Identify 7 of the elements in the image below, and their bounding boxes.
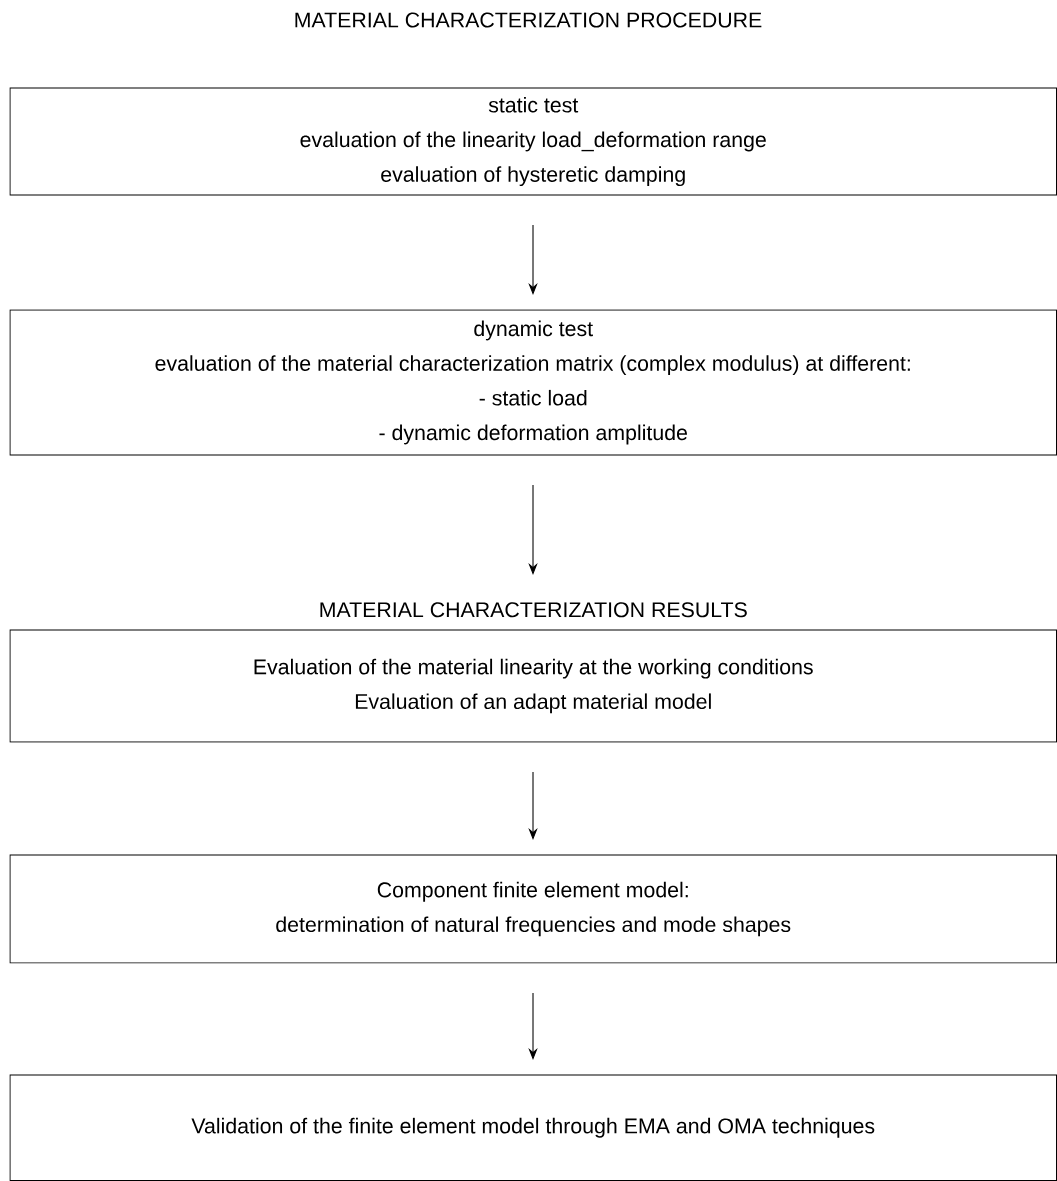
process-box: static test evaluation of the linearity load_deformation range evaluation of hysteretic damping [9, 87, 1057, 196]
section-heading: MATERIAL CHARACTERIZATION RESULTS [320, 602, 747, 618]
heading: MATERIAL CHARACTERIZATION PROCEDURE [295, 12, 762, 28]
process-box: Evaluation of the material linearity at the working conditions Evaluation of an adapt material model [9, 629, 1057, 743]
process-box: dynamic test evaluation of the material characterization matrix (complex modulus) at different: - static load - dynamic deformation amplitude [9, 309, 1057, 456]
process-box: Validation of the finite element model through EMA and OMA techniques [9, 1074, 1057, 1181]
process-box: Component finite element model: determination of natural frequencies and mode shapes [9, 854, 1057, 964]
